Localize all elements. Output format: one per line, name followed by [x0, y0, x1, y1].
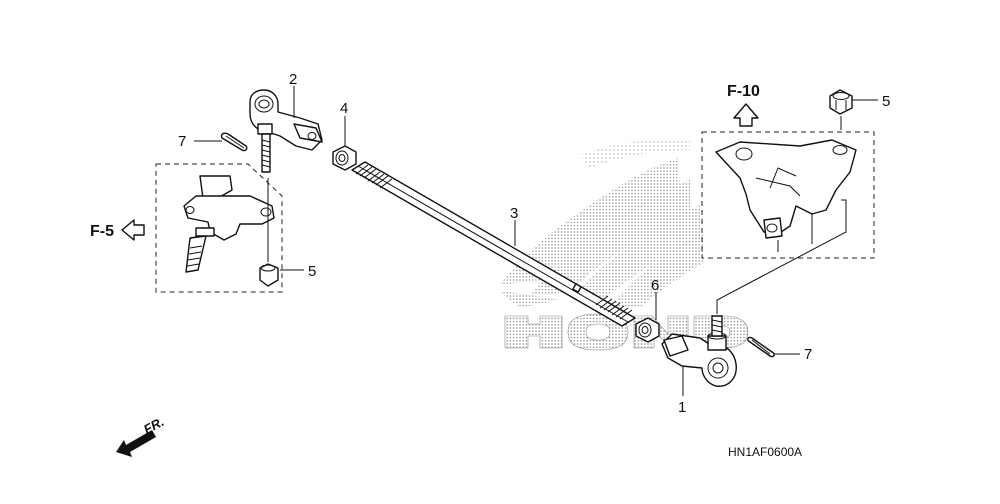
- cotter-pin-right: [747, 336, 775, 358]
- callout-7-right: 7: [804, 346, 812, 363]
- tie-rod-end-right: [661, 315, 737, 387]
- knuckle-right-frame: [701, 131, 875, 259]
- arrow-left-icon: [121, 219, 145, 241]
- nut-left: [259, 263, 279, 287]
- callout-2: 2: [289, 71, 297, 88]
- knuckle-left-frame: [155, 163, 283, 293]
- front-arrow-icon: [116, 430, 156, 457]
- callout-5-top: 5: [882, 93, 890, 110]
- nut-top-right: [829, 89, 853, 115]
- callout-1: 1: [678, 399, 686, 416]
- tie-rod-thread-left: [355, 164, 393, 189]
- fr-label: FR.: [141, 414, 167, 437]
- leader-lines: [194, 86, 878, 396]
- steering-knuckle-right: [715, 139, 857, 252]
- ref-f10-label: F-10: [727, 83, 760, 100]
- cotter-pin-left: [220, 132, 248, 152]
- ref-f5-label: F-5: [90, 223, 114, 240]
- callout-3: 3: [510, 205, 518, 222]
- diagram-code: HN1AF0600A: [728, 445, 802, 459]
- steering-knuckle-left: [183, 175, 275, 273]
- honda-wing-watermark: [498, 139, 705, 308]
- arrow-up-icon: [733, 103, 759, 127]
- callout-5-left: 5: [308, 263, 316, 280]
- lock-nut-left: [332, 145, 357, 171]
- lock-nut-right: [635, 317, 660, 343]
- tie-rod: [351, 161, 636, 327]
- callout-6: 6: [651, 277, 659, 294]
- tie-rod-end-left: [249, 89, 323, 173]
- callout-7-left: 7: [178, 133, 186, 150]
- callout-4: 4: [340, 100, 348, 117]
- tie-rod-thread-right: [595, 295, 633, 320]
